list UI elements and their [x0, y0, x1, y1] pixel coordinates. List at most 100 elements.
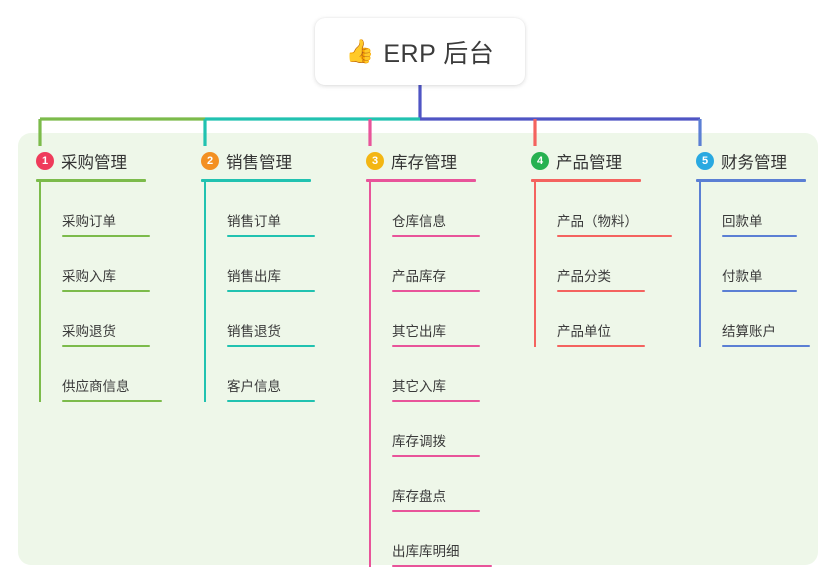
branch-2[interactable]: 2 销售管理销售订单销售出库销售退货客户信息: [201, 148, 315, 402]
leaf-underline: [392, 345, 480, 347]
branch-underline-1: [36, 179, 146, 182]
leaf-node[interactable]: 采购入库: [36, 237, 162, 292]
leaf-underline: [392, 565, 492, 567]
leaf-node[interactable]: 产品库存: [366, 237, 492, 292]
leaf-underline: [392, 235, 480, 237]
leaf-label: 供应商信息: [62, 379, 130, 394]
leaf-label: 结算账户: [722, 324, 776, 339]
leaf-label: 销售出库: [227, 269, 281, 284]
branch-title-5: 财务管理: [721, 154, 787, 172]
branch-title-2: 销售管理: [226, 154, 292, 172]
leaf-node[interactable]: 其它出库: [366, 292, 492, 347]
leaf-underline: [227, 235, 315, 237]
branch-4[interactable]: 4 产品管理产品（物料） 产品分类产品单位: [531, 148, 672, 347]
leaf-node[interactable]: 产品（物料）: [531, 182, 672, 237]
leaf-label: 回款单: [722, 214, 763, 229]
leaf-underline: [227, 290, 315, 292]
branch-spine-5: [699, 182, 701, 347]
leaf-node[interactable]: 产品单位: [531, 292, 672, 347]
leaf-node[interactable]: 客户信息: [201, 347, 315, 402]
leaf-node[interactable]: 仓库信息: [366, 182, 492, 237]
branch-header-3[interactable]: 3 库存管理: [366, 148, 492, 174]
leaf-node[interactable]: 采购退货: [36, 292, 162, 347]
branch-title-4: 产品管理: [556, 154, 622, 172]
branch-header-4[interactable]: 4 产品管理: [531, 148, 672, 174]
leaf-underline: [557, 345, 645, 347]
leaf-label: 产品库存: [392, 269, 446, 284]
branch-3[interactable]: 3 库存管理仓库信息产品库存其它出库其它入库库存调拨库存盘点出库库明细: [366, 148, 492, 567]
branch-badge-2: 2: [201, 152, 219, 170]
leaf-label: 仓库信息: [392, 214, 446, 229]
leaf-node[interactable]: 库存盘点: [366, 457, 492, 512]
leaf-label: 产品（物料）: [557, 214, 638, 229]
leaf-label: 采购入库: [62, 269, 116, 284]
leaf-underline: [722, 235, 797, 237]
branch-spine-1: [39, 182, 41, 402]
branch-5[interactable]: 5 财务管理回款单付款单结算账户: [696, 148, 810, 347]
branch-leaves-5: 回款单付款单结算账户: [696, 182, 810, 347]
leaf-label: 付款单: [722, 269, 763, 284]
branch-1[interactable]: 1 采购管理采购订单采购入库采购退货供应商信息: [36, 148, 162, 402]
branch-spine-4: [534, 182, 536, 347]
leaf-label: 库存盘点: [392, 489, 446, 504]
leaf-underline: [392, 290, 480, 292]
leaf-node[interactable]: 其它入库: [366, 347, 492, 402]
branch-title-1: 采购管理: [61, 154, 127, 172]
leaf-label: 其它入库: [392, 379, 446, 394]
branch-underline-3: [366, 179, 476, 182]
leaf-underline: [557, 290, 645, 292]
branch-underline-5: [696, 179, 806, 182]
branch-leaves-2: 销售订单销售出库销售退货客户信息: [201, 182, 315, 402]
leaf-label: 采购退货: [62, 324, 116, 339]
leaf-underline: [62, 235, 150, 237]
leaf-node[interactable]: 销售订单: [201, 182, 315, 237]
branch-leaves-3: 仓库信息产品库存其它出库其它入库库存调拨库存盘点出库库明细: [366, 182, 492, 567]
leaf-underline: [62, 290, 150, 292]
leaf-underline: [227, 345, 315, 347]
branch-header-5[interactable]: 5 财务管理: [696, 148, 810, 174]
leaf-label: 其它出库: [392, 324, 446, 339]
leaf-underline: [227, 400, 315, 402]
branch-header-1[interactable]: 1 采购管理: [36, 148, 162, 174]
leaf-underline: [62, 400, 162, 402]
leaf-node[interactable]: 供应商信息: [36, 347, 162, 402]
leaf-underline: [722, 345, 810, 347]
leaf-underline: [62, 345, 150, 347]
thumbs-up-icon: 👍: [345, 38, 375, 64]
branch-underline-2: [201, 179, 311, 182]
branch-badge-1: 1: [36, 152, 54, 170]
branch-badge-4: 4: [531, 152, 549, 170]
leaf-label: 产品单位: [557, 324, 611, 339]
leaf-node[interactable]: 出库库明细: [366, 512, 492, 567]
branch-leaves-4: 产品（物料） 产品分类产品单位: [531, 182, 672, 347]
leaf-node[interactable]: 产品分类: [531, 237, 672, 292]
branch-badge-5: 5: [696, 152, 714, 170]
leaf-node[interactable]: 付款单: [696, 237, 810, 292]
leaf-underline: [392, 400, 480, 402]
leaf-underline: [392, 510, 480, 512]
leaf-node[interactable]: 结算账户: [696, 292, 810, 347]
branch-header-2[interactable]: 2 销售管理: [201, 148, 315, 174]
leaf-node[interactable]: 采购订单: [36, 182, 162, 237]
leaf-node[interactable]: 库存调拨: [366, 402, 492, 457]
leaf-label: 客户信息: [227, 379, 281, 394]
leaf-node[interactable]: 销售退货: [201, 292, 315, 347]
leaf-node[interactable]: 销售出库: [201, 237, 315, 292]
branch-spine-3: [369, 182, 371, 567]
leaf-label: 出库库明细: [392, 544, 460, 559]
leaf-node[interactable]: 回款单: [696, 182, 810, 237]
branch-leaves-1: 采购订单采购入库采购退货供应商信息: [36, 182, 162, 402]
leaf-label: 产品分类: [557, 269, 611, 284]
branch-badge-3: 3: [366, 152, 384, 170]
branch-title-3: 库存管理: [391, 154, 457, 172]
branches-panel: [18, 133, 818, 565]
leaf-label: 库存调拨: [392, 434, 446, 449]
leaf-underline: [722, 290, 797, 292]
branch-underline-4: [531, 179, 641, 182]
leaf-label: 销售退货: [227, 324, 281, 339]
leaf-underline: [557, 235, 672, 237]
branch-spine-2: [204, 182, 206, 402]
root-node[interactable]: 👍 ERP 后台: [315, 18, 525, 85]
